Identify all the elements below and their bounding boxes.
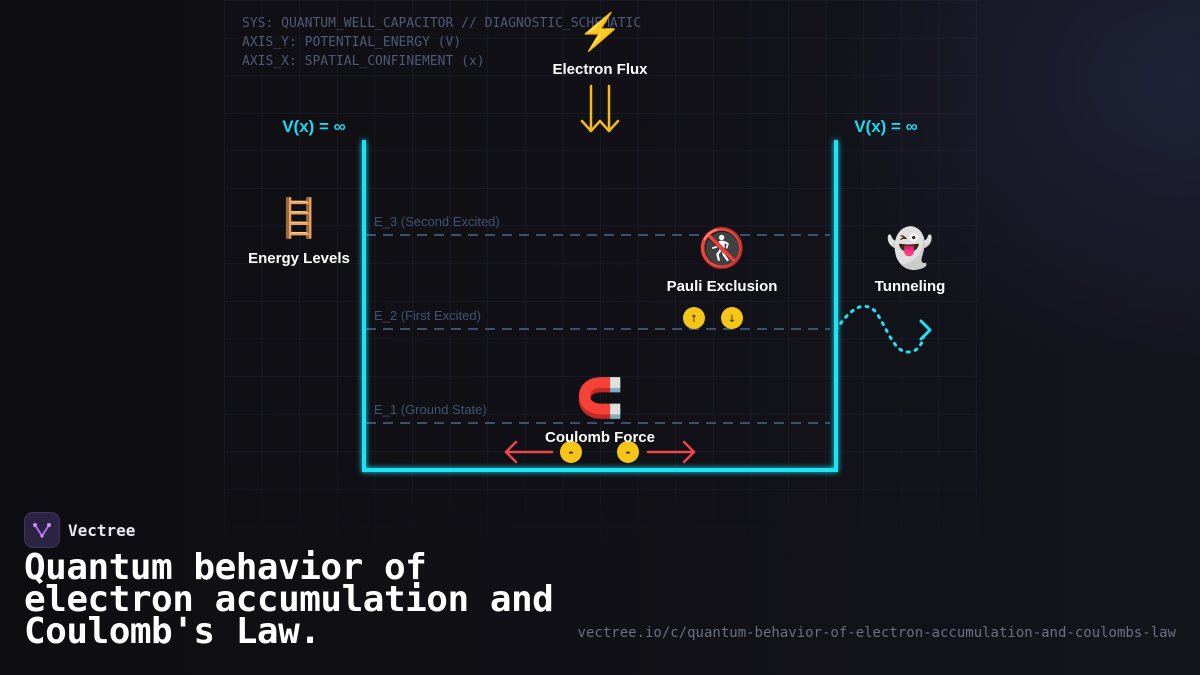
magnet-icon: 🧲 xyxy=(576,378,624,420)
sys-line: SYS: QUANTUM_WELL_CAPACITOR // DIAGNOSTI… xyxy=(242,16,642,31)
lightning-icon: ⚡ xyxy=(577,11,623,52)
tunneling-path xyxy=(834,304,926,354)
spin-down-electron: ↓ xyxy=(721,307,743,329)
ladder-icon: 🪜 xyxy=(275,198,323,240)
level-label-e1: E_1 (Ground State) xyxy=(374,402,487,417)
potential-well xyxy=(362,140,838,472)
electron-flux-label: Electron Flux xyxy=(552,61,648,78)
spin-up-symbol: ↑ xyxy=(690,314,698,325)
axis-y-line: AXIS_Y: POTENTIAL_ENERGY (V) xyxy=(242,35,462,50)
level-label-e2: E_2 (First Excited) xyxy=(374,308,481,323)
charge-symbol: - xyxy=(569,445,574,459)
energy-levels-label: Energy Levels xyxy=(248,250,350,267)
charge-symbol: - xyxy=(626,445,631,459)
coulomb-force-label: Coulomb Force xyxy=(544,429,656,446)
brand-name: Vectree xyxy=(68,520,136,540)
source-url[interactable]: vectree.io/c/quantum-behavior-of-electro… xyxy=(577,625,1176,641)
right-wall-label: V(x) = ∞ xyxy=(854,117,918,136)
spin-down-symbol: ↓ xyxy=(728,314,736,325)
tunneling-arrowhead xyxy=(919,319,932,341)
electron-flux-arrows xyxy=(580,84,620,133)
ghost-icon: 👻 xyxy=(886,228,934,270)
pauli-exclusion-label: Pauli Exclusion xyxy=(666,278,778,295)
repulsion-arrow-right xyxy=(646,440,696,464)
repulsion-arrow-left xyxy=(504,440,554,464)
level-label-e3: E_3 (Second Excited) xyxy=(374,214,500,229)
background-grid xyxy=(224,0,978,560)
no-pedestrians-icon: 🚷 xyxy=(698,228,746,270)
tunneling-label: Tunneling xyxy=(874,278,946,295)
vectree-logo-icon xyxy=(24,512,60,548)
axis-x-line: AXIS_X: SPATIAL_CONFINEMENT (x) xyxy=(242,54,485,69)
spin-up-electron: ↑ xyxy=(683,307,705,329)
page-title: Quantum behavior of electron accumulatio… xyxy=(24,547,554,652)
left-wall-label: V(x) = ∞ xyxy=(282,117,346,136)
electron-charge-right: - xyxy=(617,441,639,463)
electron-charge-left: - xyxy=(560,441,582,463)
brand[interactable]: Vectree xyxy=(24,512,135,548)
